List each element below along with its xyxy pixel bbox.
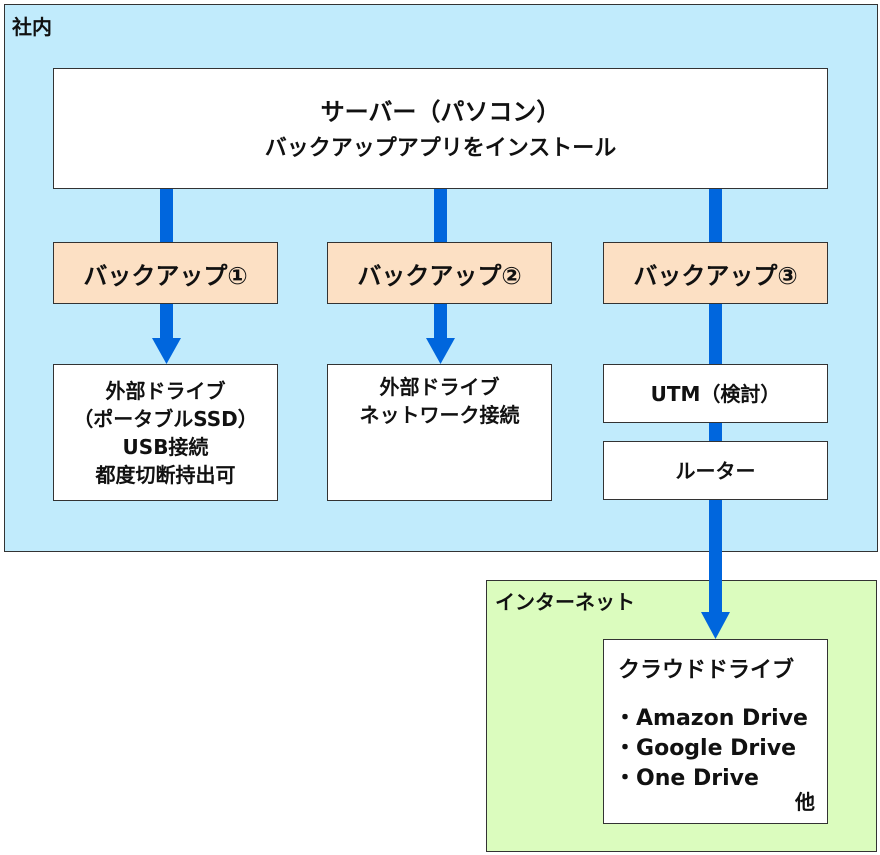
cloud-drive-item: One Drive [614,764,808,794]
router-label: ルーター [675,458,756,483]
cloud-drive-etc: 他 [795,790,815,814]
router-box: ルーター [603,441,828,500]
arrow-head-backup-2 [426,338,455,364]
drive-1-line-1: 外部ドライブ [105,378,226,403]
arrow-shaft-backup-1 [160,304,173,340]
server-subtitle: バックアップアプリをインストール [264,135,617,161]
connector-server-backup-2 [434,189,447,242]
backup-2-label: バックアップ② [357,261,522,290]
arrow-shaft-backup-2 [434,304,447,340]
cloud-drive-list: Amazon Drive Google Drive One Drive [614,704,808,794]
connector-server-backup-1 [160,189,173,242]
drive-1-line-3: USB接続 [122,434,209,459]
external-drive-usb-box: 外部ドライブ （ポータブルSSD） USB接続 都度切断持出可 [53,364,278,501]
drive-2-line-2: ネットワーク接続 [359,403,520,427]
zone-internal-label: 社内 [12,15,52,39]
zone-internet-label: インターネット [495,590,635,614]
connector-server-backup-3 [709,189,722,242]
cloud-drive-item: Amazon Drive [614,704,808,734]
server-box: サーバー（パソコン） バックアップアプリをインストール [53,68,828,189]
backup-3-box: バックアップ③ [603,242,828,304]
cloud-drive-box: クラウドドライブ Amazon Drive Google Drive One D… [603,639,828,824]
backup-1-label: バックアップ① [83,261,248,290]
backup-1-box: バックアップ① [53,242,278,304]
cloud-drive-item: Google Drive [614,734,808,764]
cloud-drive-title: クラウドドライブ [618,658,795,683]
arrow-head-router-cloud [701,612,730,639]
backup-3-label: バックアップ③ [633,261,798,290]
connector-backup-3-utm [709,304,722,364]
drive-2-line-1: 外部ドライブ [379,375,500,399]
drive-1-line-4: 都度切断持出可 [95,462,236,487]
drive-1-line-2: （ポータブルSSD） [73,406,258,431]
backup-2-box: バックアップ② [327,242,552,304]
utm-label: UTM（検討） [650,381,781,406]
connector-utm-router [709,423,722,441]
utm-box: UTM（検討） [603,364,828,423]
arrow-head-backup-1 [152,338,181,364]
server-title: サーバー（パソコン） [320,97,561,126]
external-drive-network-box: 外部ドライブ ネットワーク接続 [327,364,552,501]
arrow-shaft-router-cloud [709,500,722,614]
